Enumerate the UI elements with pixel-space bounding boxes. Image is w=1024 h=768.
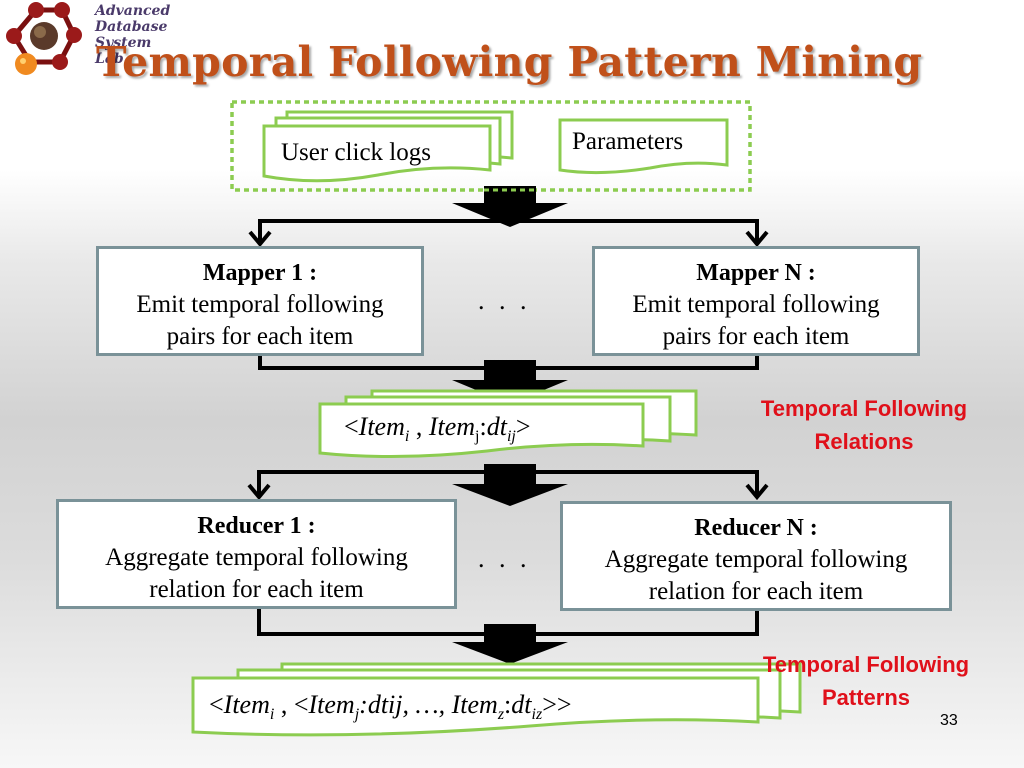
mapper-1-line-2: pairs for each item — [166, 323, 354, 350]
logs-document-stack — [262, 110, 514, 183]
pattern-open: < — [209, 690, 224, 719]
relation-sub-ij: ij — [506, 428, 516, 446]
pattern-sub-iz: iz — [531, 706, 543, 724]
down-arrow-4 — [452, 624, 568, 664]
reducer-n-line-1: Aggregate temporal following — [604, 546, 908, 573]
pattern-mid: :dtij, …, — [359, 690, 452, 719]
mapper-n-line-2: pairs for each item — [662, 323, 850, 350]
mapper-1-box: Mapper 1 : Emit temporal following pairs… — [96, 246, 424, 356]
reducer-n-line-2: relation for each item — [648, 578, 864, 605]
pattern-colon: : — [504, 690, 512, 719]
pattern-item-j: Item — [308, 690, 355, 719]
lab-logo-icon — [6, 2, 82, 75]
pattern-sub-i: i — [269, 706, 275, 724]
relation-item-i: Item — [358, 412, 405, 441]
relation-colon: : — [479, 412, 487, 441]
relations-note-line-2: Relations — [814, 429, 914, 454]
mapper-n-heading: Mapper N : — [696, 260, 816, 286]
relations-note-line-1: Temporal Following — [760, 396, 968, 421]
relation-dt: dt — [486, 412, 507, 441]
relation-sub-j: j — [475, 428, 480, 446]
reducer-1-line-2: relation for each item — [149, 576, 364, 603]
parameters-label: Parameters — [572, 128, 684, 155]
relation-open: < — [344, 412, 359, 441]
relation-item-j: Item — [428, 412, 476, 441]
lab-name: Advanced Database System Lab — [95, 3, 195, 67]
reducer-n-box: Reducer N : Aggregate temporal following… — [560, 501, 952, 611]
relation-sep: , — [409, 412, 429, 441]
pattern-dt: dt — [511, 690, 532, 719]
pattern-item-z: Item — [451, 690, 498, 719]
pattern-sep: , < — [274, 690, 309, 719]
reducer-ellipsis: . . . — [478, 544, 531, 573]
mapper-1-line-1: Emit temporal following — [136, 291, 384, 318]
lab-name-line-4: Lab — [95, 51, 124, 67]
relation-pair-label: <Itemi , Itemj:dtij> — [344, 412, 531, 446]
pattern-sub-z: z — [497, 706, 505, 724]
mapper-n-line-1: Emit temporal following — [632, 291, 880, 318]
slide-title: Temporal Following Pattern Mining — [96, 38, 923, 86]
user-click-logs-label: User click logs — [281, 139, 431, 166]
lab-name-line-2: Database — [95, 19, 168, 35]
relations-note: Temporal Following Relations — [726, 392, 1002, 458]
mapper-n-box: Mapper N : Emit temporal following pairs… — [592, 246, 920, 356]
page-number: 33 — [940, 712, 958, 729]
relation-document-stack — [318, 389, 698, 459]
reducer-n-heading: Reducer N : — [694, 515, 818, 541]
relation-close: > — [515, 412, 531, 441]
pattern-document-stack — [191, 662, 802, 737]
relation-sub-i: i — [404, 428, 410, 446]
mapper-1-heading: Mapper 1 : — [202, 260, 318, 286]
pattern-sub-j: j — [354, 706, 360, 724]
patterns-note: Temporal Following Patterns — [728, 648, 1004, 714]
reducer-1-box: Reducer 1 : Aggregate temporal following… — [56, 499, 457, 609]
split-connector-2 — [247, 470, 769, 501]
down-arrow-1 — [452, 186, 568, 227]
patterns-note-line-2: Patterns — [821, 685, 911, 710]
pattern-item-i: Item — [223, 690, 270, 719]
pattern-label: <Itemi , <Itemj:dtij, …, Itemz:dtiz>> — [209, 690, 572, 724]
params-document — [558, 118, 729, 175]
patterns-note-line-1: Temporal Following — [762, 652, 970, 677]
lab-name-line-3: System — [95, 35, 152, 51]
pattern-close: >> — [542, 690, 572, 719]
reducer-1-heading: Reducer 1 : — [197, 513, 316, 539]
reducer-1-line-1: Aggregate temporal following — [105, 544, 408, 571]
mapper-ellipsis: . . . — [478, 286, 531, 315]
split-connector-1 — [248, 219, 769, 248]
lab-name-line-1: Advanced — [95, 3, 171, 19]
